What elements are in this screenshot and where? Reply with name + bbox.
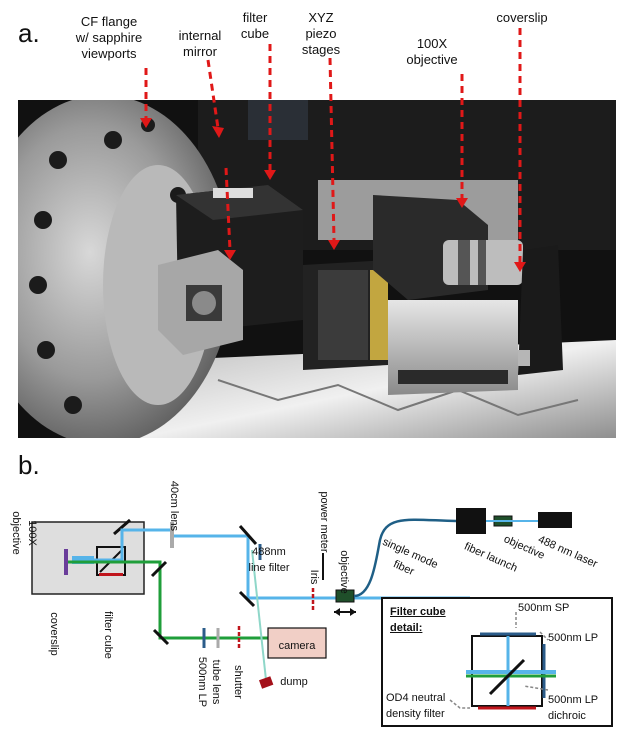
mirror-2: [238, 525, 258, 545]
arrowhead-xyz-piezo: [328, 240, 340, 250]
fiber-path: [353, 518, 457, 598]
panel-a-arrows: [140, 28, 526, 272]
detail-sp: 500nm SP: [518, 602, 570, 614]
green-beam: [68, 560, 268, 640]
arrow-internal-mirror: [206, 59, 220, 129]
mirror-3: [238, 590, 256, 608]
coverslip-mark: [64, 549, 68, 575]
label-coverslip: coverslip: [496, 10, 548, 25]
internal-mirror-mark: [113, 518, 131, 536]
arrow-xyz-piezo: [328, 57, 336, 241]
label-b-tube-lens: tube lens: [210, 659, 222, 705]
arrowhead-internal-mirror-lower: [224, 250, 236, 260]
label-b-iris: Iris: [308, 569, 320, 585]
arrowhead-cf-flange: [140, 118, 152, 128]
dump-mark: [258, 676, 274, 689]
label-b-line-filter: 488nm line filter: [248, 546, 290, 574]
setup-photo: [18, 100, 616, 438]
mirror-1: [150, 560, 168, 578]
arrowhead-coverslip: [514, 262, 526, 272]
label-filter-cube: filter cube: [240, 10, 270, 41]
laser-box: [538, 512, 572, 528]
label-xyz-piezo: XYZ piezo stages: [301, 10, 341, 57]
setup-photo-drawing: [18, 100, 616, 438]
label-100x-objective: 100X objective: [406, 36, 458, 67]
panel-b-letter: b.: [18, 450, 40, 480]
arrowhead-internal-mirror: [212, 126, 224, 138]
camera-box: [267, 627, 327, 659]
detail-od4: OD4 neutral density filter: [386, 692, 446, 720]
label-b-dump: dump: [280, 676, 308, 688]
arrowhead-filter-cube: [264, 170, 276, 180]
label-b-filter-cube: filter cube: [102, 611, 114, 659]
fiber-launch-box: [456, 508, 486, 534]
detail-title: Filter cube detail:: [390, 606, 446, 634]
label-b-camera: camera: [278, 640, 316, 652]
arrow-internal-mirror-lower: [224, 167, 232, 251]
label-cf-flange: CF flange w/ sapphire viewports: [75, 14, 143, 61]
label-b-shutter: shutter: [232, 665, 244, 699]
label-b-objective-100x: 100X objective: [10, 511, 38, 555]
detail-lp: 500nm LP: [548, 632, 599, 644]
label-internal-mirror: internal mirror: [178, 28, 222, 59]
label-b-40cm-lens: 40cm lens: [168, 480, 180, 532]
label-b-objective: objective: [338, 550, 350, 594]
schematic-diagram: [31, 508, 613, 727]
label-b-power-meter: power meter: [318, 491, 330, 553]
panel-a-letter: a.: [18, 18, 40, 48]
label-b-coverslip: coverslip: [48, 612, 60, 656]
dump-beam: [251, 549, 267, 681]
detail-box: [381, 597, 613, 727]
detail-dichroic: 500nm LP dichroic: [548, 694, 599, 722]
mirror-4: [152, 628, 170, 646]
arrowhead-100x-objective: [456, 198, 468, 208]
